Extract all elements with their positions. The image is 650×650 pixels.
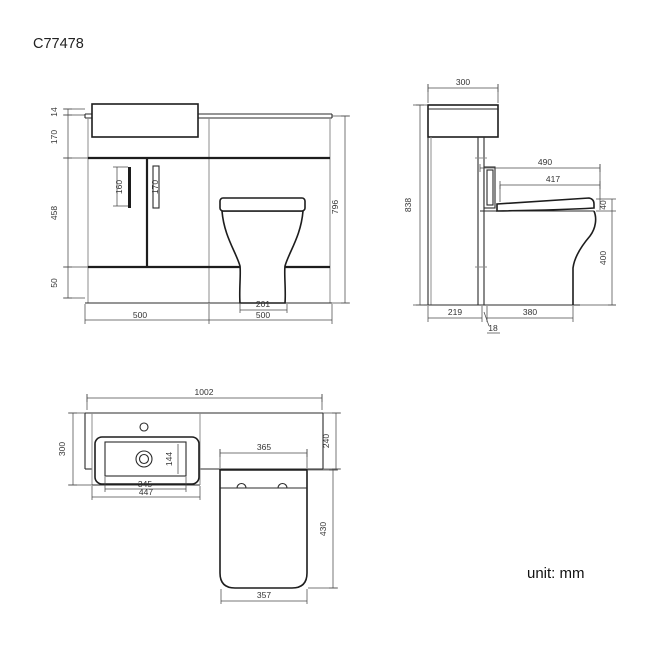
worktop-side: [427, 104, 499, 138]
right-door-handle: [152, 165, 160, 209]
dim-basin-width: 447: [139, 487, 153, 497]
dim-bowl-width: 345: [138, 479, 152, 489]
drain-outer: [135, 450, 153, 468]
plan-right-dim: 240: [321, 412, 341, 470]
front-left-dims: 14 170 458 50: [49, 107, 88, 299]
dim-basin-section-depth: 300: [57, 442, 67, 456]
drawing-title: C77478: [33, 36, 84, 52]
svg-text:170: 170: [150, 180, 160, 194]
cabinet-side: [420, 137, 580, 306]
toilet-plan: [219, 469, 308, 589]
basin-upstand-front: [91, 103, 199, 138]
plan-basin-dims: 345 447: [91, 477, 201, 500]
plan-view: 144 1002 300: [57, 387, 341, 604]
dim-seat-width: 365: [257, 442, 271, 452]
dim-pan-projection: 380: [523, 307, 537, 317]
dim-seat-depth: 417: [546, 174, 560, 184]
dim-right-handle: 170: [150, 180, 160, 194]
front-bottom-dims: 201 500 500: [84, 299, 333, 324]
dim-panel-thickness: 18: [488, 323, 498, 333]
basin-plan: 144: [94, 422, 200, 485]
dim-toilet-base-width: 201: [256, 299, 270, 309]
dim-worktop-depth: 300: [456, 77, 470, 87]
dim-seat-thickness: 40: [598, 200, 608, 210]
counter-plan: [84, 412, 324, 486]
dim-cabinet-depth: 219: [448, 307, 462, 317]
plan-toilet-dims: 365 430 357: [219, 442, 338, 604]
side-top-dim: 300: [427, 77, 499, 103]
svg-text:160: 160: [114, 180, 124, 194]
dim-total-width: 1002: [195, 387, 214, 397]
dim-seat-overall-depth: 490: [538, 157, 552, 167]
dim-total-height: 796: [330, 200, 340, 214]
plan-width-dim: 1002: [86, 387, 323, 410]
plan-left-dim: 300: [57, 412, 92, 486]
dim-left-handle: 160: [113, 166, 128, 207]
left-door-handle: [128, 167, 131, 208]
dim-upper-section: 170: [49, 130, 59, 144]
toilet-side: [480, 197, 597, 305]
flush-panel-side: [483, 166, 496, 209]
side-seat-dims: 490 417 40 400: [479, 157, 616, 306]
dim-vanity-width: 500: [133, 310, 147, 320]
side-view: 300 838 490 417 40: [403, 77, 616, 334]
dim-counter-depth: 240: [321, 434, 331, 448]
dim-plinth-height: 50: [49, 278, 59, 288]
side-height-dim: 838: [403, 104, 428, 306]
dim-pan-height: 400: [598, 251, 608, 265]
dim-door-height: 458: [49, 206, 59, 220]
front-height-dim: 796: [330, 115, 350, 304]
dim-bowl-depth: 144: [164, 452, 174, 466]
front-view: 160 170 14 170 458 50: [49, 103, 350, 324]
dim-side-total-height: 838: [403, 198, 413, 212]
dim-wc-unit-width: 500: [256, 310, 270, 320]
dim-seat-front-width: 357: [257, 590, 271, 600]
unit-label: unit: mm: [527, 565, 585, 582]
dim-plan-seat-depth: 430: [318, 522, 328, 536]
side-bottom-dims: 219 380 18: [427, 306, 574, 334]
drain-inner: [138, 453, 150, 465]
cabinet-front: [85, 118, 332, 304]
toilet-front: [219, 197, 306, 304]
dim-worktop-thickness: 14: [49, 107, 59, 117]
